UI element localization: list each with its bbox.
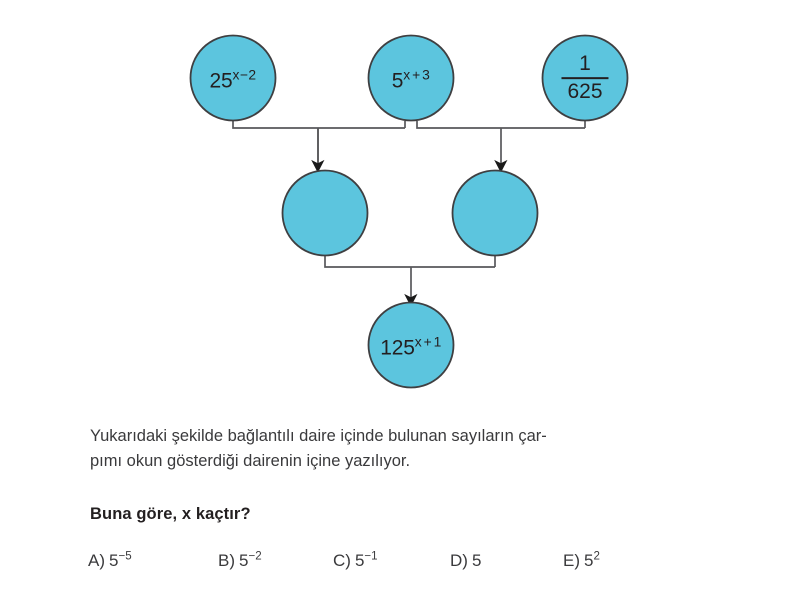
option-c-letter: C) — [333, 551, 351, 570]
option-b-exponent: −2 — [248, 550, 262, 563]
option-c-base: 5 — [354, 551, 365, 570]
problem-line-2: pımı okun gösterdiği dairenin içine yazı… — [90, 452, 411, 470]
diagram-canvas — [189, 34, 629, 389]
circle-node-top-right[interactable] — [541, 34, 629, 122]
problem-paragraph: Yukarıdaki şekilde bağlantılı daire için… — [90, 424, 715, 474]
connector-bottom-branch — [324, 256, 496, 268]
option-c-exponent: −1 — [364, 550, 378, 563]
circle-node-middle-left[interactable] — [281, 169, 369, 257]
option-a-base: 5 — [109, 551, 119, 570]
connector-left-branch — [232, 121, 406, 163]
circle-node-top-middle[interactable] — [367, 34, 455, 122]
option-e-base: 5 — [584, 551, 594, 570]
option-d[interactable]: D)5 — [450, 548, 481, 574]
problem-line-1: Yukarıdaki şekilde bağlantılı daire için… — [90, 427, 547, 445]
option-a-letter: A) — [88, 551, 105, 570]
question-prompt: Buna göre, x kaçtır? — [90, 505, 251, 523]
option-b-letter: B) — [218, 551, 235, 570]
option-d-letter: D) — [450, 551, 468, 570]
circle-node-bottom-result[interactable] — [367, 301, 455, 389]
problem-statement: Yukarıdaki şekilde bağlantılı daire için… — [90, 424, 715, 474]
option-a[interactable]: A)5−5 — [88, 548, 132, 574]
option-a-exponent: −5 — [118, 550, 132, 563]
option-c[interactable]: C)5−1 — [333, 548, 378, 574]
option-b-base: 5 — [239, 551, 249, 570]
connector-right-branch — [416, 121, 586, 129]
option-e-exponent: 2 — [593, 550, 600, 563]
circle-node-top-left[interactable] — [189, 34, 277, 122]
option-e-letter: E) — [563, 551, 580, 570]
circle-node-middle-right[interactable] — [451, 169, 539, 257]
option-b[interactable]: B)5−2 — [218, 548, 262, 574]
flow-diagram: 25x−2 5x + 3 1 625 125x + 1 — [189, 34, 629, 389]
answer-options: A)5−5 B)5−2 C)5−1 D)5 E)52 — [88, 548, 728, 582]
option-e[interactable]: E)52 — [563, 548, 600, 574]
option-d-base: 5 — [471, 551, 482, 570]
